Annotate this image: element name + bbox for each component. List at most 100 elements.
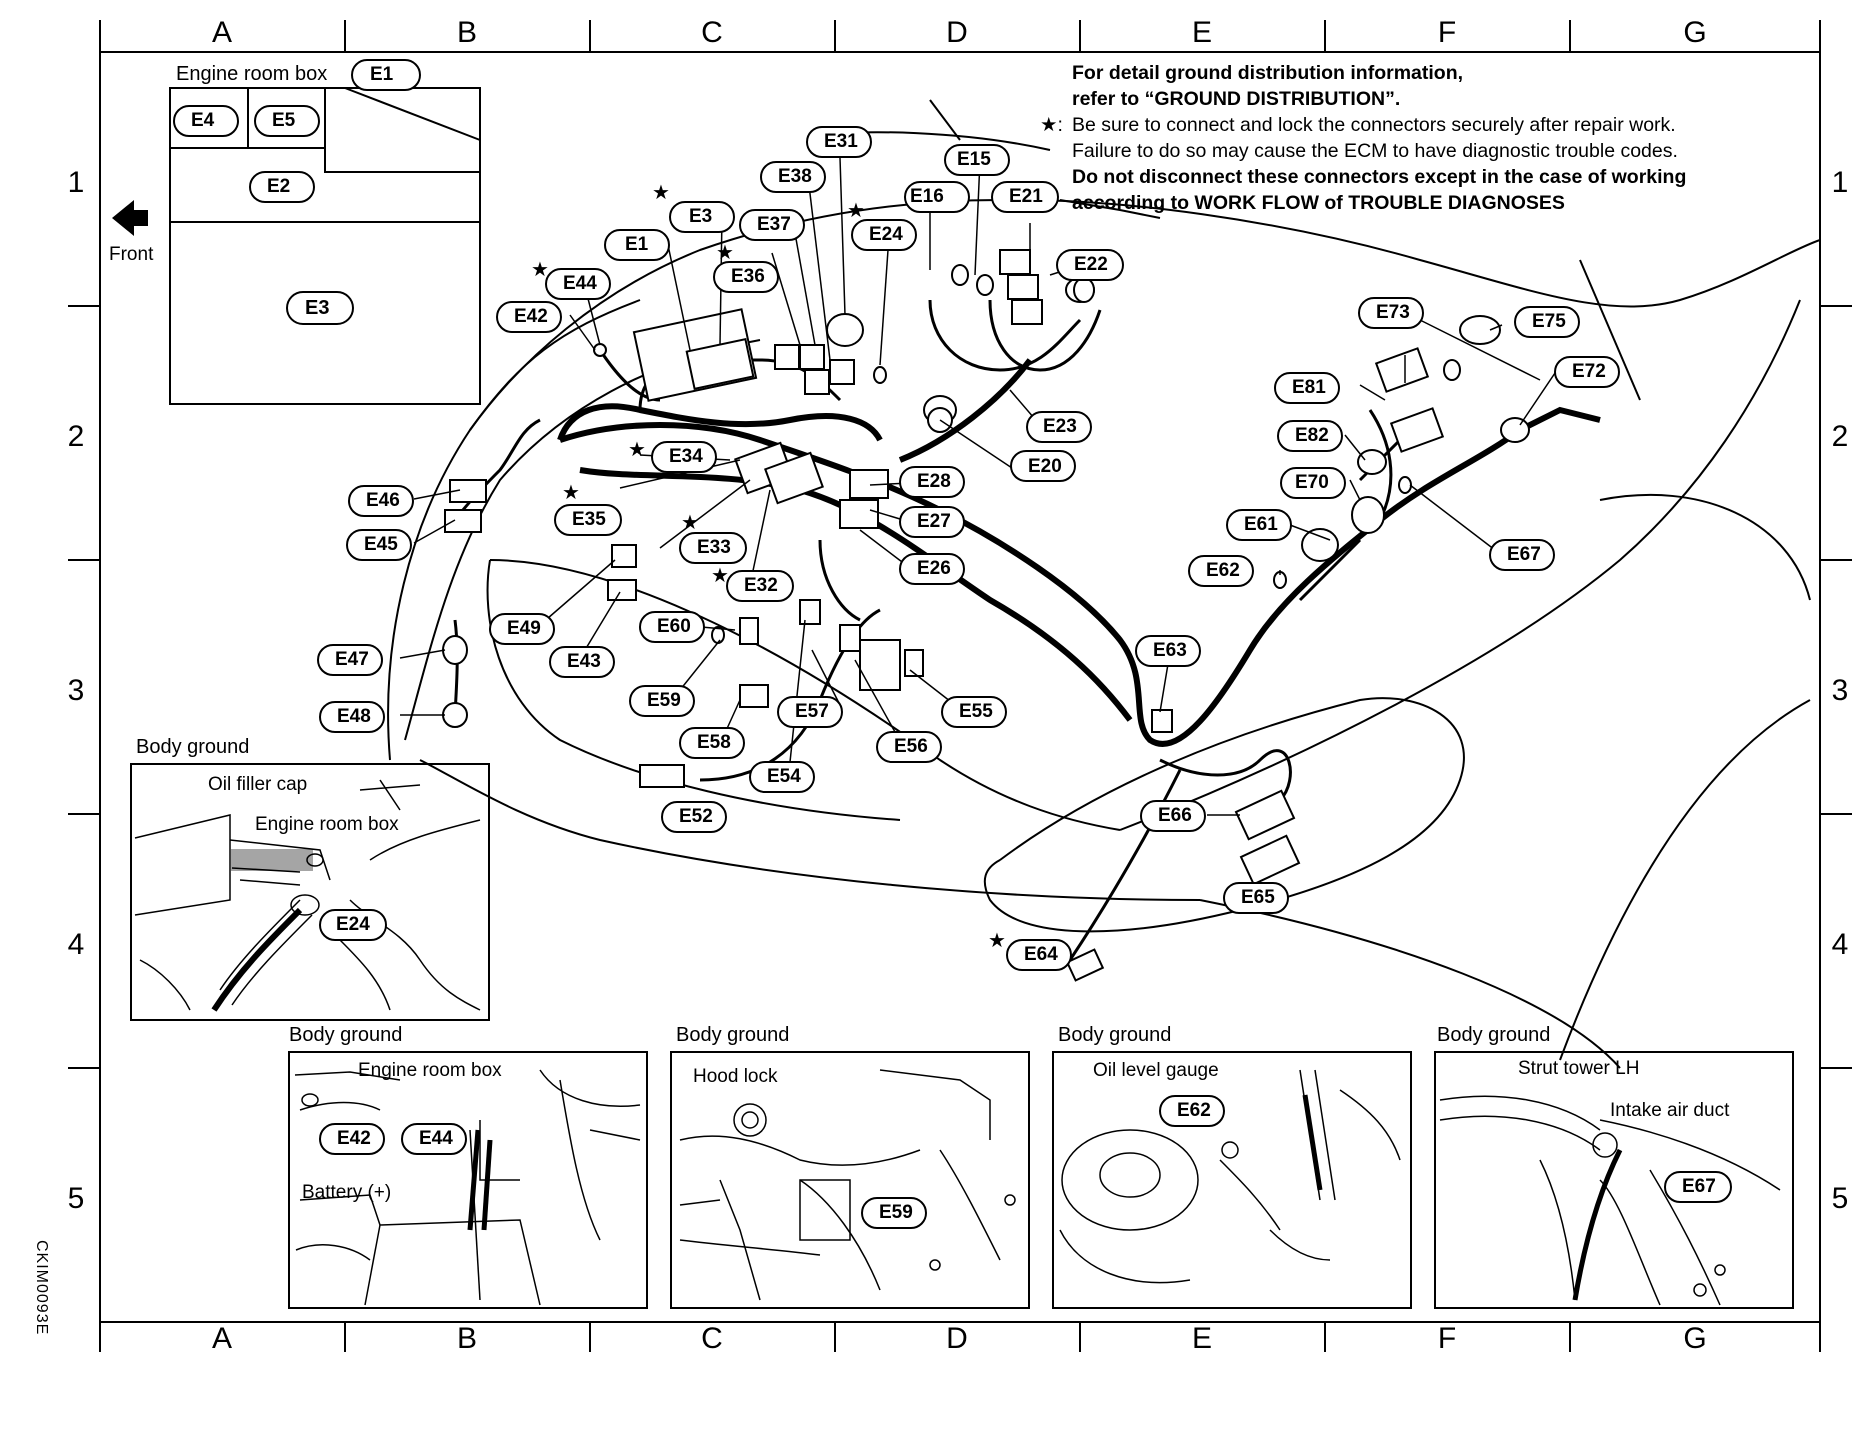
connector-tag: E66 [1158,805,1192,826]
connector-tag: E58 [697,732,731,753]
connector-tag: E64 [1024,944,1058,965]
connector-tag: E82 [1295,425,1329,446]
column-header-bottom: C [701,1322,723,1355]
connector-tag: E3 [305,297,330,319]
connector-tag: E46 [366,490,400,511]
inset-title: Body ground [1437,1024,1551,1046]
star-marker: ★ [716,242,734,264]
note-line-1: For detail ground distribution informati… [1072,62,1464,84]
connector-tag: E32 [744,575,778,596]
star-marker: ★ [562,482,580,504]
connector-tag: E72 [1572,361,1606,382]
inset-label: Oil filler cap [208,774,308,795]
connector-tag: E2 [267,176,291,197]
connector-tag: E47 [335,649,369,670]
figure-code: CKIM0093E [33,1240,50,1336]
connector-tag: E49 [507,618,541,639]
connector-tag: E59 [647,690,681,711]
connector-tag: E63 [1153,640,1187,661]
row-header-right: 4 [1831,928,1849,961]
connector-tag: E62 [1177,1100,1211,1121]
connector-tag: E44 [419,1128,453,1149]
note-line-6: according to WORK FLOW of TROUBLE DIAGNO… [1072,192,1565,214]
inset-label: Intake air duct [1610,1100,1730,1121]
connector-tag: E57 [795,701,829,722]
connector-tag: E24 [869,224,903,245]
connector-tag: E56 [894,736,928,757]
inset-label: Hood lock [693,1066,778,1087]
connector-tag: E73 [1376,302,1410,323]
connector-tag: E33 [697,537,731,558]
inset-label: Strut tower LH [1518,1058,1640,1079]
column-header-bottom: G [1683,1322,1707,1355]
note-line-5: Do not disconnect these connectors excep… [1072,166,1687,188]
connector-tag: E3 [689,206,713,227]
row-header-left: 4 [67,928,85,961]
column-header-bottom: B [456,1322,477,1355]
connector-tag: E21 [1009,186,1043,207]
connector-tag: E1 [370,64,394,85]
connector-tag: E20 [1028,456,1062,477]
connector-tag: E62 [1206,560,1240,581]
inset-label: Engine room box [358,1060,502,1081]
row-header-right: 2 [1831,420,1849,453]
column-header-bottom: D [946,1322,968,1355]
connector-tag: E54 [767,766,801,787]
front-arrow-icon [112,200,148,236]
note-star: ★: [1040,114,1063,136]
row-header-right: 3 [1831,674,1849,707]
row-header-left: 1 [67,166,85,199]
connector-tag: E44 [563,273,597,294]
connector-tag: E35 [572,509,606,530]
star-marker: ★ [531,259,549,281]
column-header-top: C [701,16,723,49]
column-header-top: D [946,16,968,49]
note-line-2: refer to “GROUND DISTRIBUTION”. [1072,88,1401,110]
front-label: Front [109,244,154,265]
connector-tag: E61 [1244,514,1278,535]
column-header-top: F [1437,16,1457,49]
note-line-4: Failure to do so may cause the ECM to ha… [1072,140,1678,162]
row-header-left: 2 [67,420,85,453]
connector-tag: E31 [824,131,858,152]
connector-tag: E4 [191,110,215,131]
inset-title: Body ground [289,1024,403,1046]
row-header-right: 1 [1831,166,1849,199]
connector-tag: E70 [1295,472,1329,493]
inset-title: Body ground [676,1024,790,1046]
inset-title: Body ground [1058,1024,1172,1046]
star-marker: ★ [847,200,865,222]
star-marker: ★ [988,930,1006,952]
note-line-3: Be sure to connect and lock the connecto… [1072,114,1676,136]
connector-tag: E55 [959,701,993,722]
inset-label: Engine room box [255,814,399,835]
connector-tag: E22 [1074,254,1108,275]
connector-tag: E65 [1241,887,1275,908]
column-header-top: E [1191,16,1212,49]
connector-tag: E42 [337,1128,371,1149]
column-header-bottom: F [1437,1322,1457,1355]
connector-tag: E1 [625,234,649,255]
connector-tag: E15 [957,149,991,170]
inset-title: Body ground [136,736,250,758]
column-header-top: G [1683,16,1707,49]
connector-tag: E67 [1507,544,1541,565]
column-header-top: A [211,16,232,49]
row-header-left: 3 [67,674,85,707]
connector-tag: E37 [757,214,791,235]
connector-tag: E24 [336,914,370,935]
connector-tag: E43 [567,651,601,672]
connector-tag: E23 [1043,416,1077,437]
connector-tag: E67 [1682,1176,1716,1197]
star-marker: ★ [681,512,699,534]
row-header-left: 5 [67,1182,85,1215]
connector-tag: E28 [917,471,951,492]
connector-tag: E42 [514,306,548,327]
inset-label: Oil level gauge [1093,1060,1219,1081]
connector-tag: E27 [917,511,951,532]
column-header-bottom: A [211,1322,232,1355]
connector-tag: E16 [910,186,944,207]
star-marker: ★ [628,439,646,461]
